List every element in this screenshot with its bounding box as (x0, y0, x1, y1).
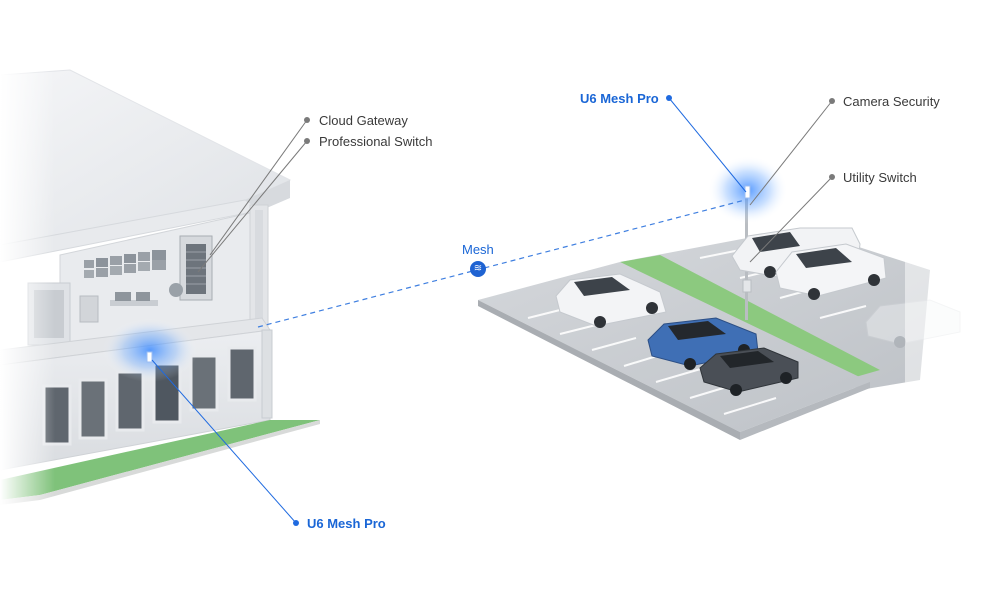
u6-mesh-pro-bottom-marker (293, 520, 299, 526)
leader-lines (151, 97, 833, 524)
professional-switch-label: Professional Switch (319, 134, 433, 149)
building (0, 60, 320, 520)
monitor-wall (84, 250, 166, 278)
parking-grass-median (620, 255, 880, 380)
server-rack (179, 235, 213, 301)
car-white-suv-left (555, 273, 667, 328)
car-white-suv-right (775, 243, 887, 300)
u6-mesh-pro-top-marker (666, 95, 672, 101)
u6-mesh-pro-top-label: U6 Mesh Pro (580, 91, 659, 106)
car-dark-sedan (699, 347, 799, 396)
camera-security-label: Camera Security (843, 94, 940, 109)
u6-mesh-pro-bottom-label: U6 Mesh Pro (307, 516, 386, 531)
wifi-waves-icon: ≋ (470, 261, 486, 277)
parking-lot (478, 195, 999, 440)
utility-switch-marker (829, 174, 835, 180)
access-point-glow-building (102, 318, 198, 382)
professional-switch-marker (304, 138, 310, 144)
mesh-label: Mesh (462, 242, 494, 257)
utility-switch-label: Utility Switch (843, 170, 917, 185)
cloud-gateway-label: Cloud Gateway (319, 113, 408, 128)
cloud-gateway-marker (304, 117, 310, 123)
access-point-building (146, 351, 153, 363)
camera-security-marker (829, 98, 835, 104)
building-grass (0, 420, 320, 500)
access-point-pole (744, 185, 751, 199)
mesh-link-line (257, 199, 746, 328)
